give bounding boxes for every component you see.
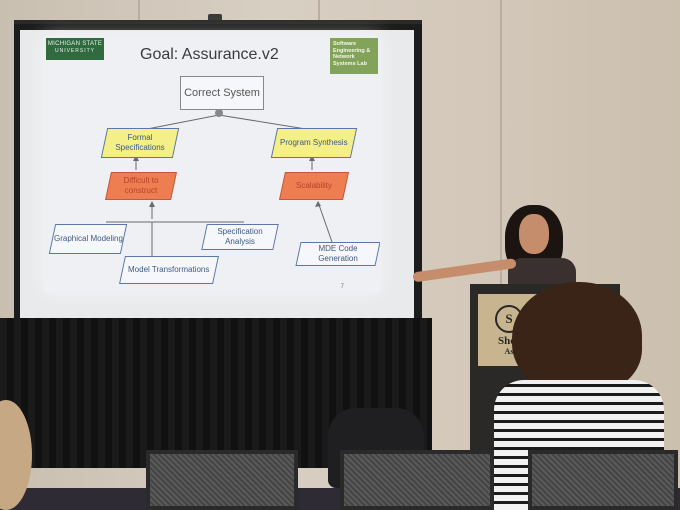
lab-badge: Software Engineering & Network Systems L… [330, 38, 378, 74]
and-refinement-dot [215, 109, 223, 117]
goal-formal-specifications-label: Formal Specifications [115, 133, 165, 152]
lab-badge-line: Systems Lab [333, 60, 367, 67]
goal-formal-specifications: Formal Specifications [100, 128, 180, 158]
task-graphical-modeling-label: Graphical Modeling [53, 234, 123, 243]
podium-sign-subtext: As [504, 346, 514, 356]
chair [146, 450, 298, 510]
obstacle-difficult-to-construct: Difficult to construct [105, 172, 177, 200]
lab-badge-line: Engineering & [333, 47, 371, 54]
task-model-transformations: Model Transformations [119, 256, 219, 284]
screen-rod [14, 20, 422, 26]
goal-program-synthesis: Program Synthesis [270, 128, 358, 158]
audience-member-hair [512, 282, 642, 394]
task-specification-analysis-label: Specification Analysis [217, 227, 263, 246]
obstacle-scalability: Scalability [279, 172, 349, 200]
lab-badge-line: Network [333, 54, 355, 60]
task-model-transformations-label: Model Transformations [128, 265, 210, 274]
presenter-face [519, 214, 549, 254]
chair [528, 450, 678, 510]
obstacle-scalability-label: Scalability [295, 181, 332, 190]
obstacle-difficult-to-construct-label: Difficult to construct [123, 176, 159, 195]
slide-title: Goal: Assurance.v2 [140, 46, 279, 63]
task-mde-code-generation: MDE Code Generation [295, 242, 380, 266]
lab-badge-line: Software [333, 41, 357, 47]
task-mde-code-generation-label: MDE Code Generation [318, 244, 358, 263]
msu-logo-line1: MICHIGAN STATE [47, 41, 103, 47]
task-graphical-modeling: Graphical Modeling [48, 224, 128, 254]
presentation-slide: MICHIGAN STATE UNIVERSITY Goal: Assuranc… [44, 36, 380, 292]
wall-seam [500, 0, 502, 450]
msu-logo-line2: UNIVERSITY [54, 48, 95, 54]
goal-correct-system: Correct System [180, 76, 264, 110]
chair [340, 450, 494, 510]
task-specification-analysis: Specification Analysis [201, 224, 279, 250]
goal-program-synthesis-label: Program Synthesis [280, 138, 348, 147]
goal-diagram-edges [106, 109, 333, 256]
screen-hook [208, 14, 222, 22]
goal-correct-system-label: Correct System [184, 87, 260, 99]
msu-logo: MICHIGAN STATE UNIVERSITY [46, 38, 104, 60]
slide-page-number: 7 [340, 284, 344, 290]
